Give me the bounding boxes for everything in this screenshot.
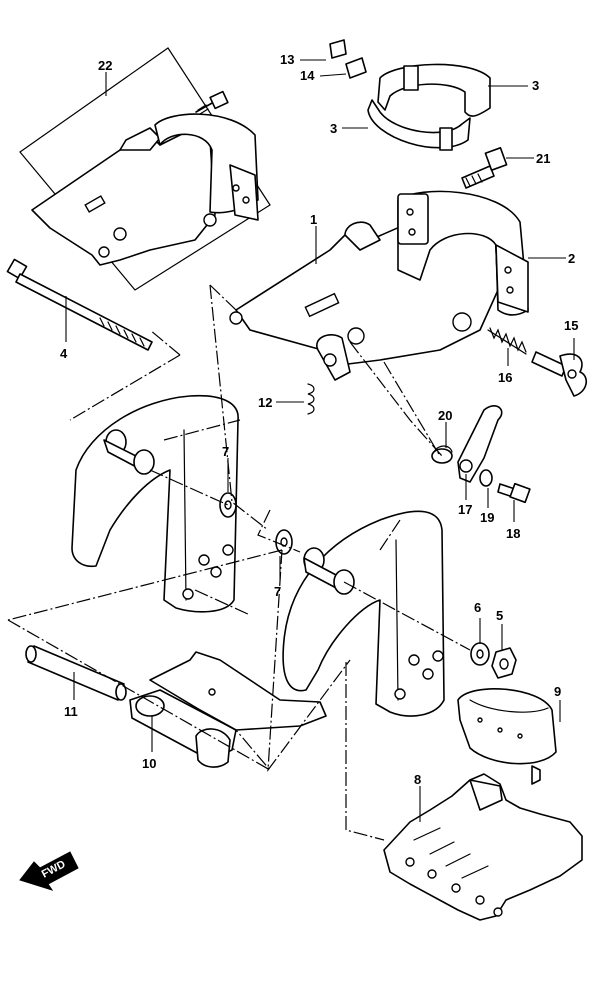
callout-1: 1 — [310, 212, 317, 264]
callout-5-label: 5 — [496, 608, 503, 623]
part-8-bracket — [383, 773, 583, 921]
callout-17-label: 17 — [458, 502, 472, 517]
callout-13: 13 — [280, 52, 326, 67]
callout-3a-label: 3 — [532, 78, 539, 93]
callout-17: 17 — [458, 474, 472, 517]
callout-11-label: 11 — [64, 704, 78, 719]
part-17-lever — [457, 405, 503, 483]
callout-16: 16 — [498, 348, 512, 385]
thrust-plate — [149, 651, 327, 731]
callout-9-label: 9 — [554, 684, 561, 699]
callout-1-label: 1 — [310, 212, 317, 227]
callout-20-label: 20 — [438, 408, 452, 423]
part-19-washer — [479, 469, 493, 487]
callout-18: 18 — [506, 500, 520, 541]
callout-11: 11 — [64, 672, 78, 719]
part-14-pad — [345, 57, 367, 79]
callout-2: 2 — [528, 251, 575, 266]
part-15-pin — [531, 351, 587, 397]
stern-bracket-left — [71, 394, 239, 613]
callout-19-label: 19 — [480, 510, 494, 525]
callout-7b: 7 — [274, 556, 281, 599]
callout-7b-label: 7 — [274, 584, 281, 599]
part-2-clamp — [397, 190, 529, 316]
callout-12: 12 — [258, 395, 304, 410]
callout-8: 8 — [414, 772, 421, 822]
callout-15-label: 15 — [564, 318, 578, 333]
callout-6: 6 — [474, 600, 481, 644]
callout-21: 21 — [506, 151, 550, 166]
part-18-bolt — [497, 482, 531, 504]
callout-6-label: 6 — [474, 600, 481, 615]
callout-21-label: 21 — [536, 151, 550, 166]
callout-14: 14 — [300, 68, 347, 83]
callout-19: 19 — [480, 488, 494, 525]
callout-3a: 3 — [488, 78, 539, 93]
part-13-pad — [329, 39, 347, 59]
part-12-spring — [307, 383, 315, 415]
callout-4-label: 4 — [60, 346, 68, 361]
part-6-washer — [470, 642, 490, 666]
part-16-spring — [487, 327, 527, 355]
callout-3b-label: 3 — [330, 121, 337, 136]
callout-12-label: 12 — [258, 395, 272, 410]
part-5-nut — [491, 647, 517, 679]
part-4-bolt — [6, 258, 153, 351]
callout-8-label: 8 — [414, 772, 421, 787]
part-10-shaft — [129, 689, 237, 768]
callout-9: 9 — [554, 684, 561, 722]
callout-2-label: 2 — [568, 251, 575, 266]
callout-15: 15 — [564, 318, 578, 360]
part-21-bolt — [461, 147, 508, 189]
part-3-bushing — [367, 63, 491, 151]
callout-7a-label: 7 — [222, 444, 229, 459]
callout-22: 22 — [98, 58, 112, 96]
callout-5: 5 — [496, 608, 503, 650]
callout-16-label: 16 — [498, 370, 512, 385]
callout-10: 10 — [142, 716, 156, 771]
part-22-inset — [19, 47, 271, 291]
part-9-ring — [457, 688, 557, 785]
callout-3b: 3 — [330, 121, 368, 136]
fwd-arrow: FWD — [19, 851, 79, 891]
callout-10-label: 10 — [142, 756, 156, 771]
part-7-washer-left — [219, 492, 237, 518]
part-20-clip — [431, 445, 453, 464]
stern-bracket-right — [282, 510, 445, 717]
callout-20: 20 — [438, 408, 452, 448]
callout-14-label: 14 — [300, 68, 315, 83]
assembly-lines — [7, 284, 471, 841]
callout-7a: 7 — [222, 444, 229, 492]
callout-13-label: 13 — [280, 52, 294, 67]
callout-18-label: 18 — [506, 526, 520, 541]
callout-4: 4 — [60, 296, 68, 361]
part-11-tube — [25, 645, 127, 701]
callout-22-label: 22 — [98, 58, 112, 73]
